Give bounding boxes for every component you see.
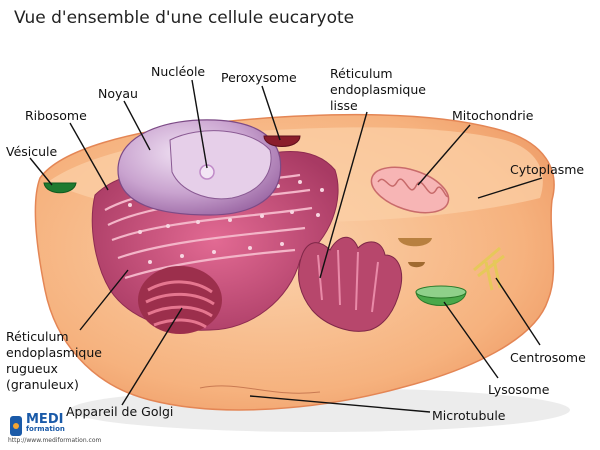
- label-cytoplasme: Cytoplasme: [510, 162, 585, 177]
- mitochondrion: [370, 166, 450, 214]
- label-ribosome: Ribosome: [25, 108, 87, 123]
- mediformation-logo: MEDI formation http://www.mediformation.…: [6, 412, 116, 446]
- label-rer-line4: (granuleux): [6, 377, 79, 392]
- label-rer-line1: Réticulum: [6, 329, 69, 344]
- label-centrosome: Centrosome: [510, 350, 586, 365]
- leader-lines: [29, 79, 543, 413]
- logo-name: MEDI: [26, 412, 64, 427]
- page-title: Vue d'ensemble d'une cellule eucaryote: [14, 8, 355, 28]
- label-mitochondrie: Mitochondrie: [452, 108, 534, 123]
- vesicle: [43, 182, 77, 194]
- label-microtubule: Microtubule: [432, 408, 506, 423]
- label-vesicule: Vésicule: [6, 144, 58, 159]
- peroxisome: [263, 135, 301, 147]
- logo-url: http://www.mediformation.com: [8, 437, 102, 444]
- nucleus-cutaway: [169, 130, 272, 200]
- golgi-apparatus: [138, 266, 222, 334]
- logo-sub: formation: [26, 425, 65, 433]
- label-noyau: Noyau: [98, 86, 138, 101]
- small-vesicle-2: [408, 262, 425, 268]
- label-rel-line1: Réticulum: [330, 66, 393, 81]
- label-rer-line3: rugueux: [6, 361, 58, 376]
- microtubule-strand: [199, 385, 321, 394]
- label-peroxysome: Peroxysome: [221, 70, 297, 85]
- label-nucleole: Nucléole: [151, 64, 206, 79]
- small-vesicle-1: [398, 238, 432, 247]
- label-rel-line3: lisse: [330, 98, 358, 113]
- lysosome: [415, 285, 467, 306]
- label-lysosome: Lysosome: [488, 382, 550, 397]
- label-golgi: Appareil de Golgi: [66, 404, 174, 419]
- logo-mark-icon: [10, 416, 22, 436]
- label-rer-line2: endoplasmique: [6, 345, 102, 360]
- label-rel-line2: endoplasmique: [330, 82, 426, 97]
